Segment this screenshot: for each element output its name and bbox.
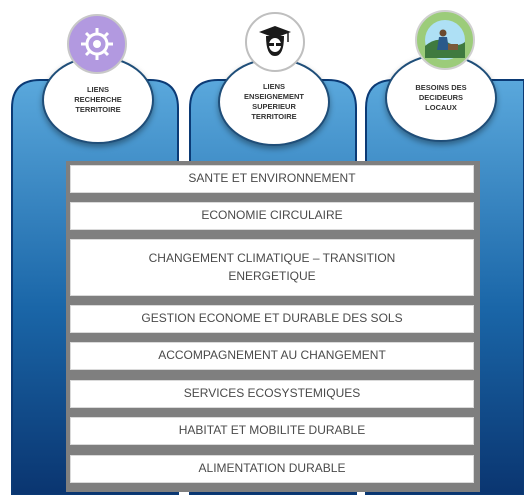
graduate-student-icon bbox=[245, 12, 305, 72]
theme-bar: ACCOMPAGNEMENT AU CHANGEMENT bbox=[70, 342, 474, 370]
gear-brain-icon bbox=[67, 14, 127, 74]
bubble-higher-education-label: LIENS ENSEIGNEMENT SUPERIEUR TERRITOIRE bbox=[243, 81, 304, 122]
theme-bar: CHANGEMENT CLIMATIQUE – TRANSITION ENERG… bbox=[70, 239, 474, 296]
theme-bar: ALIMENTATION DURABLE bbox=[70, 455, 474, 483]
decision-maker-landscape-icon bbox=[415, 10, 475, 70]
bubble-local-decision-makers-label: BESOINS DES DECIDEURS LOCAUX bbox=[415, 82, 467, 113]
themes-stack: SANTE ET ENVIRONNEMENT ECONOMIE CIRCULAI… bbox=[66, 161, 480, 492]
theme-bar: SERVICES ECOSYSTEMIQUES bbox=[70, 380, 474, 408]
theme-bar: ECONOMIE CIRCULAIRE bbox=[70, 202, 474, 230]
theme-bar: SANTE ET ENVIRONNEMENT bbox=[70, 165, 474, 193]
theme-bar: GESTION ECONOME ET DURABLE DES SOLS bbox=[70, 305, 474, 333]
bubble-research-label: LIENS RECHERCHE TERRITOIRE bbox=[74, 84, 122, 115]
theme-bar: HABITAT ET MOBILITE DURABLE bbox=[70, 417, 474, 445]
